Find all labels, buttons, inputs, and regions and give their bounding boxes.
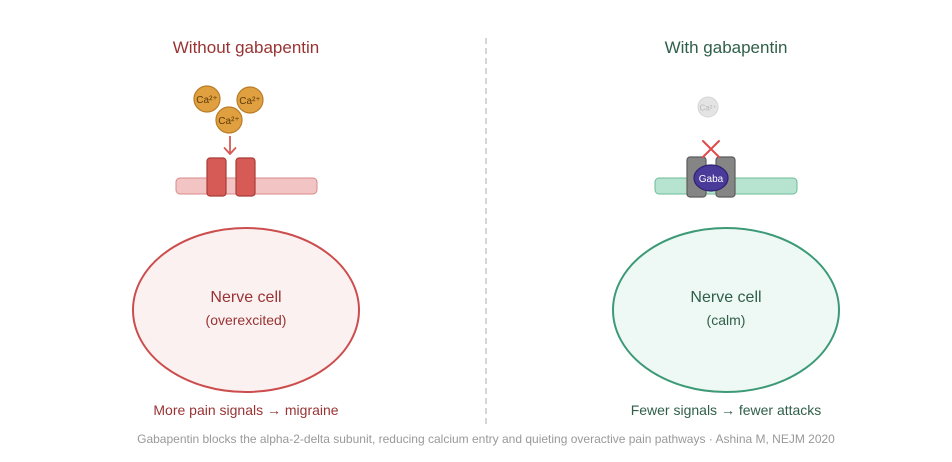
nerve-cell-label: Nerve cell bbox=[690, 289, 761, 306]
figure-caption: Gabapentin blocks the alpha-2-delta subu… bbox=[137, 432, 835, 446]
nerve-cell-state: (overexcited) bbox=[206, 312, 287, 328]
calcium-ion-label: Ca²⁺ bbox=[699, 104, 716, 113]
nerve-cell-calm bbox=[612, 227, 840, 393]
right-outcome-text: Fewer signals → fewer attacks bbox=[631, 402, 822, 418]
open-calcium-channel bbox=[206, 157, 256, 197]
calcium-ion-label: Ca²⁺ bbox=[196, 95, 217, 106]
calcium-ion: Ca²⁺ bbox=[215, 106, 243, 134]
gabapentin-label: Gaba bbox=[699, 174, 724, 185]
nerve-cell-label: Nerve cell bbox=[210, 289, 281, 306]
nerve-cell-overexcited bbox=[132, 227, 360, 393]
left-panel-title: Without gabapentin bbox=[173, 38, 320, 57]
calcium-ion-label: Ca²⁺ bbox=[218, 116, 239, 127]
right-panel-title: With gabapentin bbox=[665, 38, 788, 57]
left-panel: Without gabapentin Ca²⁺ Ca²⁺ Ca²⁺ Nerve bbox=[132, 38, 360, 418]
calcium-ion: Ca²⁺ bbox=[193, 85, 221, 113]
left-outcome-text: More pain signals → migraine bbox=[153, 402, 338, 418]
gabapentin-molecule: Gaba bbox=[693, 164, 729, 192]
nerve-cell-state: (calm) bbox=[707, 312, 746, 328]
calcium-entry-arrow bbox=[223, 136, 237, 155]
calcium-ion: Ca²⁺ bbox=[236, 86, 264, 114]
calcium-ion-label: Ca²⁺ bbox=[239, 96, 260, 107]
calcium-ion-faded: Ca²⁺ bbox=[697, 96, 719, 118]
blocked-entry-mark bbox=[702, 140, 720, 158]
right-panel: With gabapentin Ca²⁺ Gaba Nerve cell (ca… bbox=[612, 38, 840, 418]
